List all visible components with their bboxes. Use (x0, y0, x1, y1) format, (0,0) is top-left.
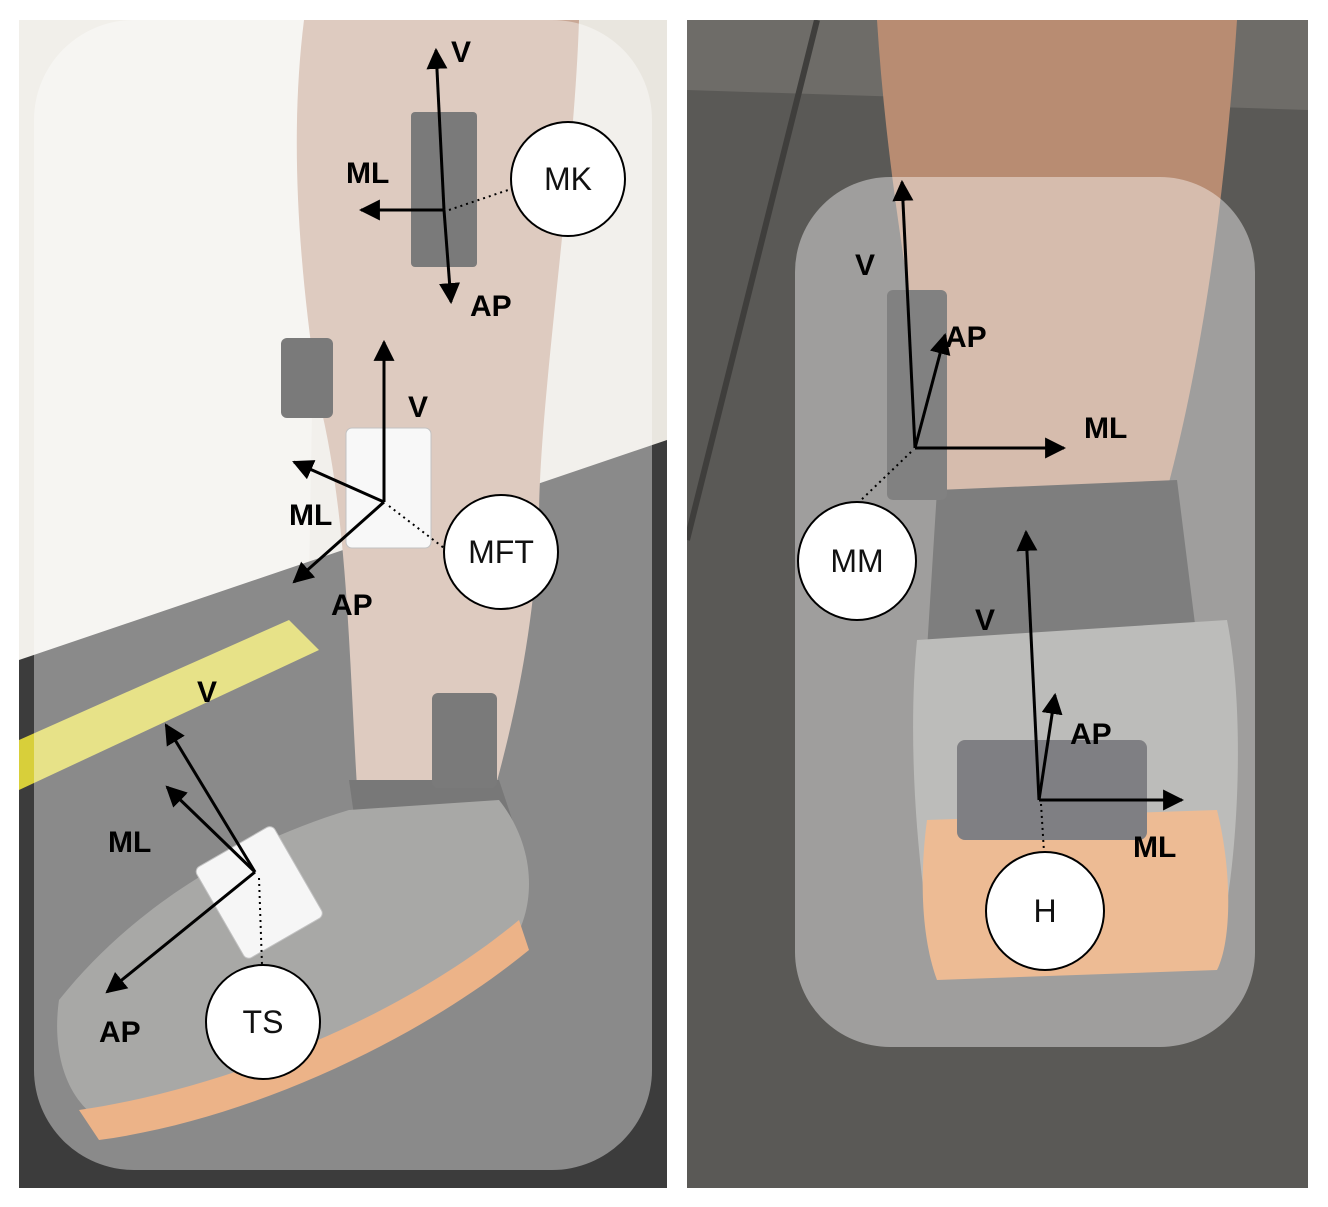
ts-ap-label: AP (99, 1016, 141, 1049)
h-v-arrow (1016, 529, 1041, 801)
h-ap-label: AP (1070, 718, 1112, 751)
treadmill-edge (687, 20, 820, 541)
mk-v-label: V (451, 36, 471, 69)
sensor-device-back (281, 338, 333, 418)
mft-v-label: V (408, 391, 428, 424)
ts-leader-line (258, 877, 263, 966)
shoe-sole (79, 920, 529, 1140)
ts-v-label: V (197, 676, 217, 709)
mk-axes: V ML AP MK (346, 36, 626, 323)
ts-ap-arrow (105, 870, 256, 994)
mm-v-label: V (855, 249, 875, 282)
highlight-overlay (795, 177, 1255, 1047)
ts-ml-label: ML (108, 826, 151, 859)
mk-ml-label: ML (346, 157, 389, 190)
h-leader-line (1040, 803, 1045, 853)
h-ap-arrow (1037, 692, 1063, 801)
ts-sensor-label: TS (243, 1004, 284, 1040)
mft-ap-label: AP (331, 589, 373, 622)
sensor-device-h (957, 740, 1147, 840)
left-photo: V ML AP MK V ML AP MFT V ML AP (19, 20, 667, 1188)
left-photo-panel: V ML AP MK V ML AP MFT V ML AP (19, 20, 667, 1188)
mm-v-arrow (892, 179, 917, 449)
h-sensor-label: H (1033, 893, 1056, 929)
mk-sensor-circle (510, 121, 626, 237)
mk-sensor-label: MK (544, 161, 592, 197)
mm-ap-label: AP (945, 321, 987, 354)
lower-leg-rear (877, 20, 1237, 500)
sensor-device-ankle (432, 693, 497, 788)
mm-sensor-label: MM (830, 543, 883, 579)
right-photo: V AP ML MM V AP ML H (687, 20, 1308, 1188)
mm-ml-label: ML (1084, 412, 1127, 445)
h-axes: V AP ML H (975, 529, 1185, 971)
wall-tiles (19, 20, 319, 720)
ts-v-arrow (164, 723, 257, 873)
h-ml-label: ML (1133, 831, 1176, 864)
mft-sensor-circle (443, 494, 559, 610)
hazard-stripe (19, 620, 319, 790)
highlight-overlay (34, 20, 652, 1170)
h-sensor-circle (985, 851, 1105, 971)
mft-ml-label: ML (289, 499, 332, 532)
mft-ap-arrow (292, 500, 385, 584)
ts-axes: V ML AP TS (99, 676, 321, 1080)
ts-ml-arrow (165, 785, 257, 874)
mft-sensor-label: MFT (468, 534, 534, 570)
mk-ap-arrow (439, 209, 461, 305)
mft-ml-arrow (292, 460, 385, 504)
mm-leader-line (858, 451, 912, 503)
mm-ap-arrow (913, 332, 951, 449)
h-v-label: V (975, 604, 995, 637)
mm-axes: V AP ML MM (797, 179, 1127, 621)
ts-sensor-circle (205, 964, 321, 1080)
right-photo-panel: V AP ML MM V AP ML H (687, 20, 1308, 1188)
sock-rear (927, 480, 1197, 650)
mm-sensor-circle (797, 501, 917, 621)
mk-ap-label: AP (470, 290, 512, 323)
sensor-device-ts (195, 826, 323, 959)
mft-axes: V ML AP MFT (289, 339, 559, 622)
shoe (57, 800, 530, 1130)
mk-v-arrow (426, 47, 448, 211)
